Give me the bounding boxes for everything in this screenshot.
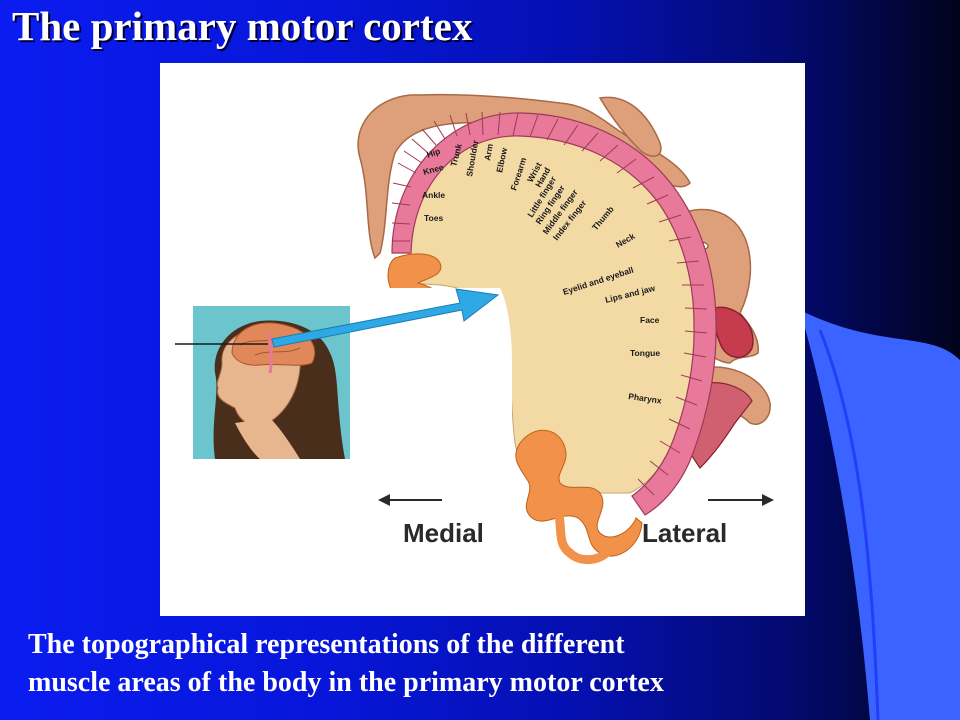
inset-head-figure [175,306,350,459]
label-hip: Hip [425,146,441,160]
label-ankle: Ankle [422,190,445,200]
label-pharynx: Pharynx [628,391,663,406]
cortex-band-segments [391,111,708,496]
figure-panel: Hip Trunk Knee Shoulder Arm Elbow Ankle … [160,63,805,616]
lateral-sulcus [515,429,643,557]
slide-caption: The topographical representations of the… [28,626,928,702]
lateral-label: Lateral [642,518,727,548]
caption-line-1: The topographical representations of the… [28,629,625,660]
motor-cortex-diagram: Hip Trunk Knee Shoulder Arm Elbow Ankle … [175,93,774,564]
medial-arrow [378,494,442,506]
label-arm: Arm [482,142,495,161]
label-tongue: Tongue [630,348,660,358]
pointer-arrow [271,288,500,348]
medial-label: Medial [403,518,484,548]
caption-line-2: muscle areas of the body in the primary … [28,667,664,698]
motor-cortex-band [391,112,717,516]
lateral-arrow [708,494,774,506]
label-toes: Toes [424,213,443,223]
slide-title: The primary motor cortex [12,3,473,49]
label-face: Face [640,315,660,325]
